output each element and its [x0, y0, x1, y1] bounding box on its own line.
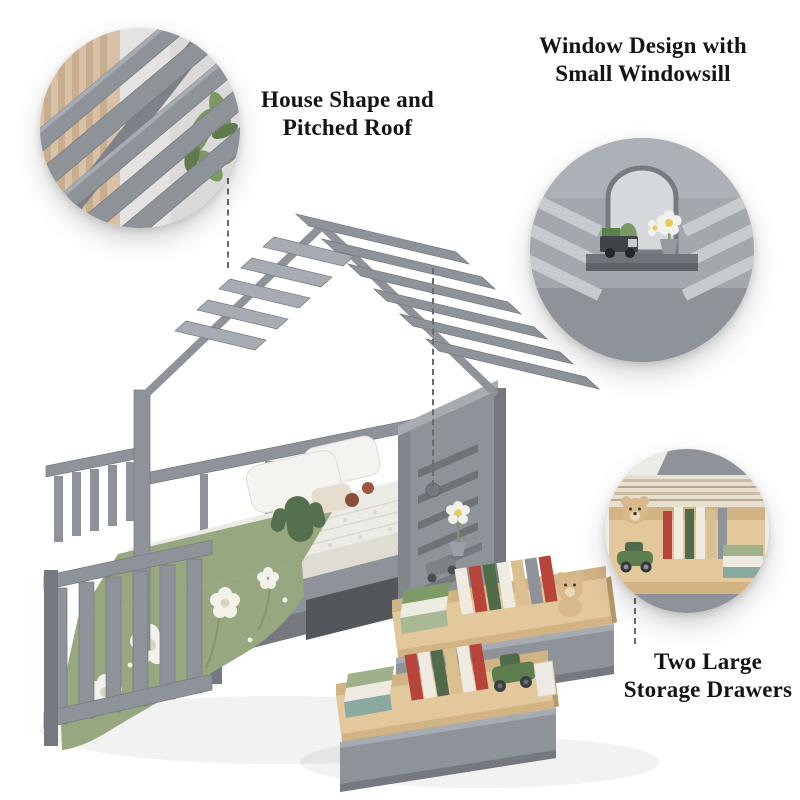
right-slat-fan [681, 179, 754, 301]
left-slat-fan [530, 179, 603, 301]
storage-drawer-lower [336, 643, 559, 792]
window-callout-label: Window Design with Small Windowsill [508, 32, 778, 88]
connector-window-line [432, 268, 434, 486]
books-row [454, 555, 558, 615]
books-row [663, 507, 727, 559]
drawers-label-line-1: Two Large [653, 649, 763, 674]
roof-left-slats [174, 236, 355, 351]
window-label-line-2: Small Windowsill [555, 61, 731, 86]
roof-right-slats [294, 213, 601, 390]
window-detail-inset [530, 138, 754, 362]
drawers-detail-inset [605, 449, 769, 613]
drawers-label-line-2: Storage Drawers [623, 677, 793, 702]
white-bin [533, 660, 557, 698]
window-label-line-1: Window Design with [539, 33, 747, 58]
toy-car [491, 653, 537, 692]
books-row [404, 643, 489, 701]
flower-pot [656, 210, 682, 254]
folded-clothes [344, 666, 394, 718]
roof-slats-closeup [40, 28, 240, 228]
roof-detail-inset [40, 28, 240, 228]
flower-decor [446, 501, 470, 524]
cactus-pillow [270, 496, 326, 542]
back-guard-fence [45, 447, 137, 542]
toy-truck [600, 228, 638, 258]
roof-detail-art [40, 28, 240, 228]
windowsill [586, 254, 698, 271]
connector-drawers-line [634, 598, 636, 644]
window-detail-art [530, 138, 754, 362]
teddy-bear [621, 496, 649, 524]
window-opening [605, 165, 679, 255]
roof-label-line-1: House Shape and [260, 87, 434, 112]
drawers-detail-art [605, 449, 769, 613]
teddy-bear [556, 572, 584, 617]
toy-car [617, 542, 653, 573]
foot-guard-fence [43, 539, 213, 746]
folded-clothes [723, 545, 763, 578]
drawers-callout-label: Two Large Storage Drawers [600, 648, 800, 704]
folded-clothes [400, 582, 450, 634]
roof-callout-label: House Shape and Pitched Roof [240, 86, 455, 142]
connector-roof-line [227, 178, 229, 268]
roof-label-line-2: Pitched Roof [282, 115, 413, 140]
